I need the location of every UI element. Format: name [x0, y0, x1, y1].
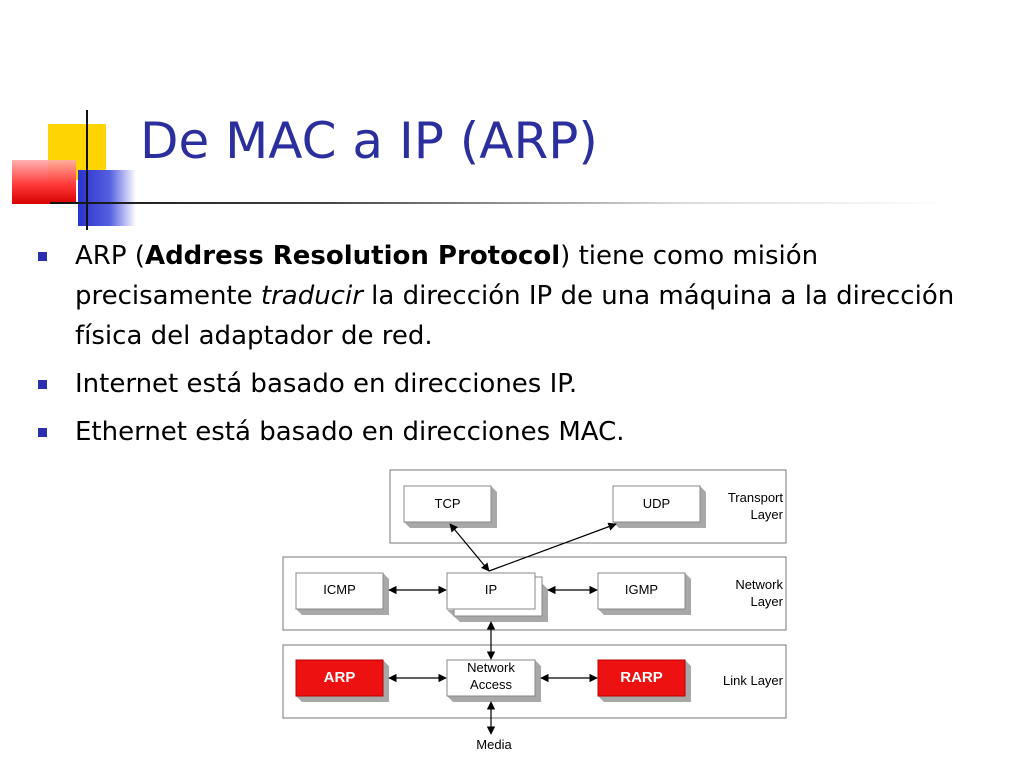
network-access-label: Access [470, 677, 512, 692]
arrow-tcp-ip [449, 523, 490, 572]
tcp-label: TCP [435, 496, 461, 511]
ip-box: IP [446, 572, 548, 622]
title-underline [50, 202, 950, 204]
arrow-ip-udp [488, 522, 617, 572]
rarp-box: RARP [597, 659, 691, 702]
tcp-box: TCP [403, 485, 497, 528]
igmp-box: IGMP [597, 572, 691, 615]
bullet-text: ARP ( [75, 241, 145, 271]
decor-red-square [12, 160, 76, 204]
rarp-label: RARP [620, 669, 663, 686]
arp-box: ARP [295, 659, 389, 702]
network-layer-label: Layer [750, 594, 783, 609]
bullet-arp-definition: ARP (Address Resolution Protocol) tiene … [38, 236, 978, 356]
igmp-label: IGMP [625, 582, 658, 597]
arp-label: ARP [324, 669, 356, 686]
media-label: Media [476, 737, 512, 752]
bullet-internet: Internet está basado en direcciones IP. [38, 364, 978, 404]
bullet-text: ) tiene como misión precisamente [75, 241, 819, 311]
udp-label: UDP [643, 496, 670, 511]
network-layer-label: Network [735, 577, 783, 592]
transport-layer-label: Layer [750, 507, 783, 522]
link-layer-label: Link Layer [723, 673, 784, 688]
bullet-ethernet: Ethernet está basado en direcciones MAC. [38, 412, 978, 452]
icmp-label: ICMP [323, 582, 356, 597]
bullet-bold-term: Address Resolution Protocol [144, 241, 561, 271]
bullet-text: la dirección IP de una máquina a la dire… [75, 281, 955, 351]
network-access-label: Network [467, 660, 515, 675]
network-access-box: Network Access [446, 659, 541, 702]
bullet-list: ARP (Address Resolution Protocol) tiene … [38, 236, 978, 460]
bullet-italic-term: traducir [260, 281, 363, 311]
decor-vertical-line [86, 110, 88, 230]
slide-title: De MAC a IP (ARP) [140, 112, 598, 170]
icmp-box: ICMP [295, 572, 389, 615]
udp-box: UDP [612, 485, 706, 528]
transport-layer-label: Transport [728, 490, 784, 505]
ip-label: IP [485, 582, 497, 597]
